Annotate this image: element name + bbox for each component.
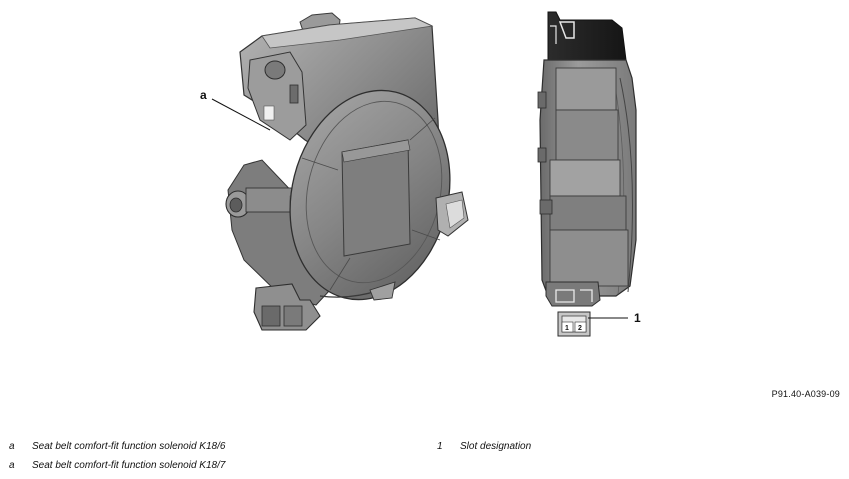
legend-key: a: [9, 441, 15, 452]
legend-text: Seat belt comfort-fit function solenoid …: [32, 460, 226, 471]
legend-key: 1: [437, 441, 443, 452]
legend-key: a: [9, 460, 15, 471]
solenoid-side-view: 1 2: [537, 11, 637, 337]
callout-a-label: a: [200, 88, 207, 102]
connector-pin-1: 1: [565, 325, 569, 332]
component-illustration: a 1 2 1: [200, 11, 641, 337]
side-bracket: [247, 51, 307, 141]
figure-reference-code: P91.40-A039-09: [771, 389, 840, 399]
callout-1-label: 1: [634, 311, 641, 325]
legend-text: Seat belt comfort-fit function solenoid …: [32, 441, 226, 452]
connector-pin-2: 2: [578, 325, 582, 332]
dark-top-section: [547, 11, 627, 61]
legend-text: Slot designation: [460, 441, 532, 452]
side-connector-housing: [545, 281, 601, 307]
solenoid-perspective-view: [225, 12, 469, 331]
callout-a-leader: [211, 98, 271, 131]
